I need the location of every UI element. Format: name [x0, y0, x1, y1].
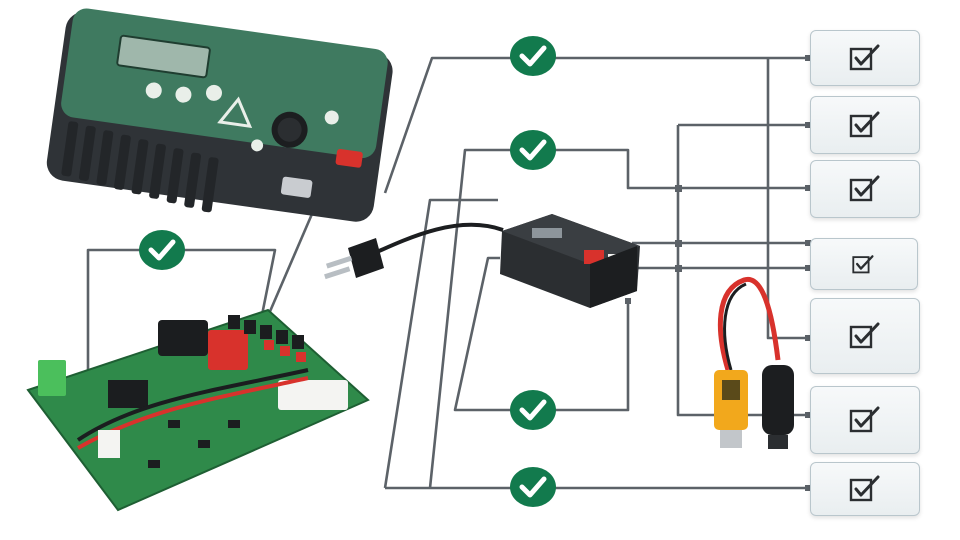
check-badge-top	[509, 35, 557, 77]
checkbox-checked-icon	[852, 255, 874, 274]
checklist-card-3	[810, 160, 920, 218]
check-badge-lower	[509, 389, 557, 431]
check-badge-board	[138, 229, 186, 271]
wire-lower-loop	[453, 256, 630, 412]
xt-connector-icon	[714, 276, 794, 449]
checkbox-checked-icon	[849, 406, 880, 433]
power-plug-icon	[324, 222, 504, 280]
check-badge-bottom	[509, 466, 557, 508]
wire-tester-card1	[383, 56, 808, 194]
check-badge-middle	[509, 129, 557, 171]
checklist-card-2	[810, 96, 920, 154]
wire-bottom-rise	[383, 198, 498, 489]
checkbox-checked-icon	[849, 44, 880, 71]
check-icon	[510, 390, 556, 430]
checkbox-checked-icon	[849, 175, 880, 202]
check-icon	[510, 467, 556, 507]
checklist-card-5	[810, 298, 920, 374]
handheld-tester-icon	[46, 8, 393, 222]
wire-middle-card3	[428, 148, 808, 489]
checklist-card-6	[810, 386, 920, 454]
power-module-icon	[500, 214, 640, 308]
checkbox-checked-icon	[849, 475, 880, 502]
check-icon	[510, 36, 556, 76]
checkbox-checked-icon	[849, 322, 880, 349]
wire-bus-right	[766, 58, 808, 340]
wire-board-tester	[260, 199, 320, 331]
checklist-card-4	[810, 238, 918, 290]
check-icon	[139, 230, 185, 270]
checklist-card-1	[810, 30, 920, 86]
circuit-board-icon	[26, 308, 370, 512]
checkbox-checked-icon	[849, 111, 880, 138]
checklist-card-7	[810, 462, 920, 516]
check-icon	[510, 130, 556, 170]
